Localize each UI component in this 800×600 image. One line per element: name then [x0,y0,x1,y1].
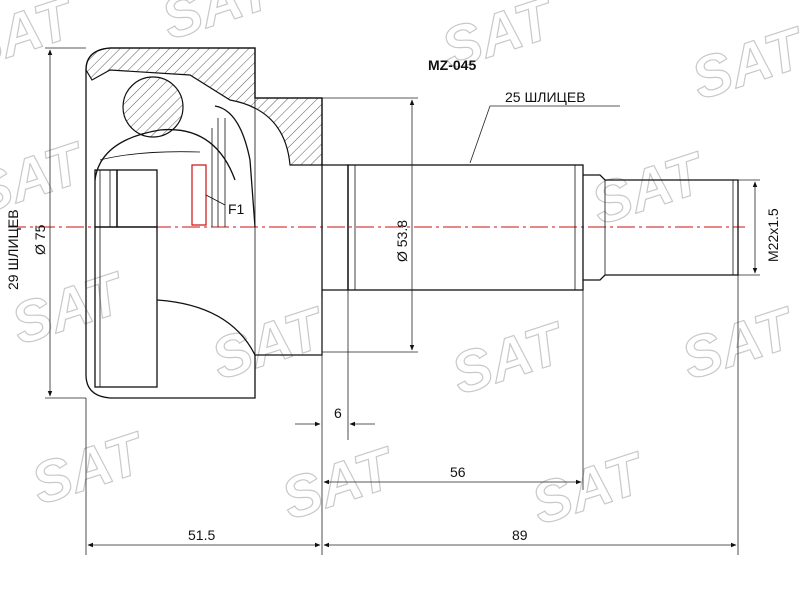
outer-splines-label: 29 ШЛИЦЕВ [5,209,21,290]
watermark-text: SAT [0,0,85,82]
shaft-diameter-label: Ø 53.8 [394,220,410,262]
watermark-text: SAT [684,15,800,113]
thread-label: M22x1.5 [765,208,781,262]
ball-bearing-icon [122,76,184,138]
watermark-text: SAT [444,310,575,408]
watermark-text: SAT [4,260,135,358]
stub-shaft [322,164,739,291]
watermark-text: SAT [524,440,655,538]
dim-56-label: 56 [450,464,466,480]
watermark-text: SAT [274,435,405,533]
watermark-group: SAT SAT SAT SAT SAT SAT SAT SAT SAT SAT … [0,0,800,538]
dim-6-label: 6 [334,405,342,421]
outer-diameter-label: Ø 75 [32,224,48,255]
inner-splines-label: 25 ШЛИЦЕВ [505,89,586,105]
cv-joint-housing [85,47,323,399]
f1-label: F1 [228,201,245,217]
watermark-text: SAT [674,295,800,393]
watermark-text: SAT [584,140,715,238]
part-number-title: MZ-045 [428,57,476,73]
watermark-text: SAT [204,295,335,393]
watermark-text: SAT [154,0,285,52]
retainer-ring-f1 [191,164,207,226]
dimension-lines [45,47,760,555]
dim-89-label: 89 [512,527,528,543]
dim-51-5-label: 51.5 [188,527,215,543]
watermark-text: SAT [24,420,155,518]
